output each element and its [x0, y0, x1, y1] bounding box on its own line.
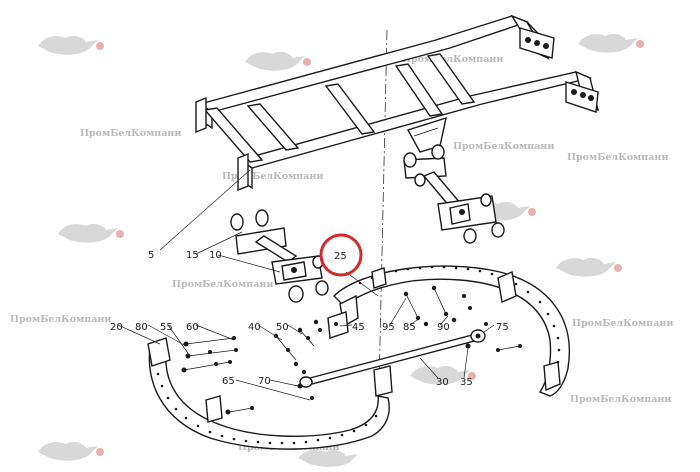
callout-5: 5	[148, 250, 154, 261]
watermark-text: ПромБелКомпани	[570, 394, 671, 405]
callout-45: 45	[352, 322, 365, 333]
callout-35: 35	[460, 377, 473, 388]
highlight-circle	[319, 233, 363, 277]
callout-90: 90	[437, 322, 450, 333]
callout-50: 50	[276, 322, 289, 333]
watermark-text: ПромБелКомпани	[10, 314, 111, 325]
callout-80: 80	[135, 322, 148, 333]
callout-25: 25	[334, 251, 347, 262]
callout-75: 75	[496, 322, 509, 333]
right-balancer-assembly	[403, 144, 505, 244]
callout-95: 95	[382, 322, 395, 333]
leader-lines	[117, 169, 495, 401]
callout-10: 10	[209, 250, 222, 261]
frame-rails	[195, 14, 600, 192]
callout-85: 85	[403, 322, 416, 333]
callout-40: 40	[248, 322, 261, 333]
callout-20: 20	[110, 322, 123, 333]
left-balancer-assembly	[230, 209, 329, 303]
watermark-text: ПромБелКомпани	[453, 141, 554, 152]
tie-rod	[299, 329, 486, 388]
watermark-text: ПромБелКомпани	[222, 171, 323, 182]
callout-labels: 5 15 10 25 20 80 55 60 40 50 45 65 70 95…	[110, 250, 509, 388]
callout-60: 60	[186, 322, 199, 333]
callout-70: 70	[258, 376, 271, 387]
watermark-text: ПромБелКомпани	[572, 318, 673, 329]
callout-65: 65	[222, 376, 235, 387]
watermark-text: ПромБелКомпани	[172, 279, 273, 290]
fasteners	[181, 285, 522, 415]
callout-55: 55	[160, 322, 173, 333]
center-axis-line	[377, 29, 388, 433]
watermark-text: ПромБелКомпани	[402, 54, 503, 65]
left-fender	[147, 337, 393, 450]
watermark-text: ПромБелКомпани	[80, 128, 181, 139]
callout-15: 15	[186, 250, 199, 261]
callout-30: 30	[436, 377, 449, 388]
watermark-text: ПромБелКомпани	[567, 152, 668, 163]
